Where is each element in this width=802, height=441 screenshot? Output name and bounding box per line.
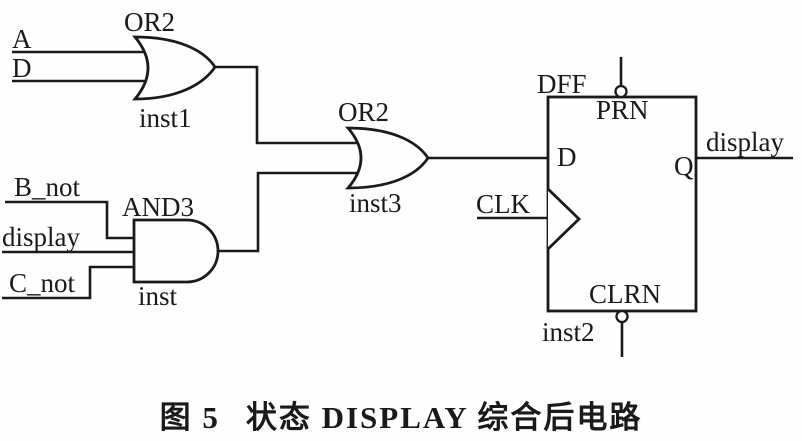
or2-gate-inst3	[344, 126, 430, 190]
or-inst1-type-label: OR2	[124, 7, 175, 37]
schematic-canvas: A D OR2 inst1 B_not display C_not AND3 i…	[2, 7, 793, 357]
dff-prn-pin-label: PRN	[596, 95, 649, 125]
or2-gate-inst1	[131, 35, 217, 101]
figure-title: 状态 DISPLAY 综合后电路	[245, 400, 643, 435]
clock-edge-triangle-icon	[547, 187, 582, 251]
figure-number: 图 5	[159, 400, 220, 435]
and-inst-type-label: AND3	[122, 192, 194, 222]
or-inst3-instance-label: inst3	[349, 188, 402, 218]
dff-block	[546, 95, 698, 313]
or-inst1-instance-label: inst1	[139, 103, 192, 133]
or-inst3-type-label: OR2	[338, 97, 389, 127]
input-c-not-label: C_not	[9, 268, 76, 298]
input-display-label: display	[2, 222, 80, 252]
figure-caption: 图 5 状态 DISPLAY 综合后电路	[0, 392, 802, 437]
output-display-label: display	[706, 127, 784, 157]
and-inst-instance-label: inst	[138, 281, 178, 311]
wire-input-c-not	[2, 265, 137, 300]
input-d-label: D	[12, 53, 32, 83]
dff-instance-label: inst2	[542, 317, 595, 347]
wire-input-b-not	[5, 200, 137, 240]
clk-label: CLK	[476, 189, 531, 219]
input-a-label: A	[12, 24, 32, 54]
dff-type-label: DFF	[537, 69, 587, 99]
dff-d-pin-label: D	[557, 142, 577, 172]
wire-or1-to-or3	[213, 65, 362, 145]
clrn-bubble-icon	[615, 309, 629, 324]
input-b-not-label: B_not	[14, 172, 81, 202]
wire-and-to-or3	[214, 171, 362, 253]
prn-bubble-icon	[614, 84, 628, 99]
and3-gate-inst	[132, 218, 220, 284]
dff-q-pin-label: Q	[674, 151, 694, 181]
dff-clrn-pin-label: CLRN	[589, 279, 661, 309]
